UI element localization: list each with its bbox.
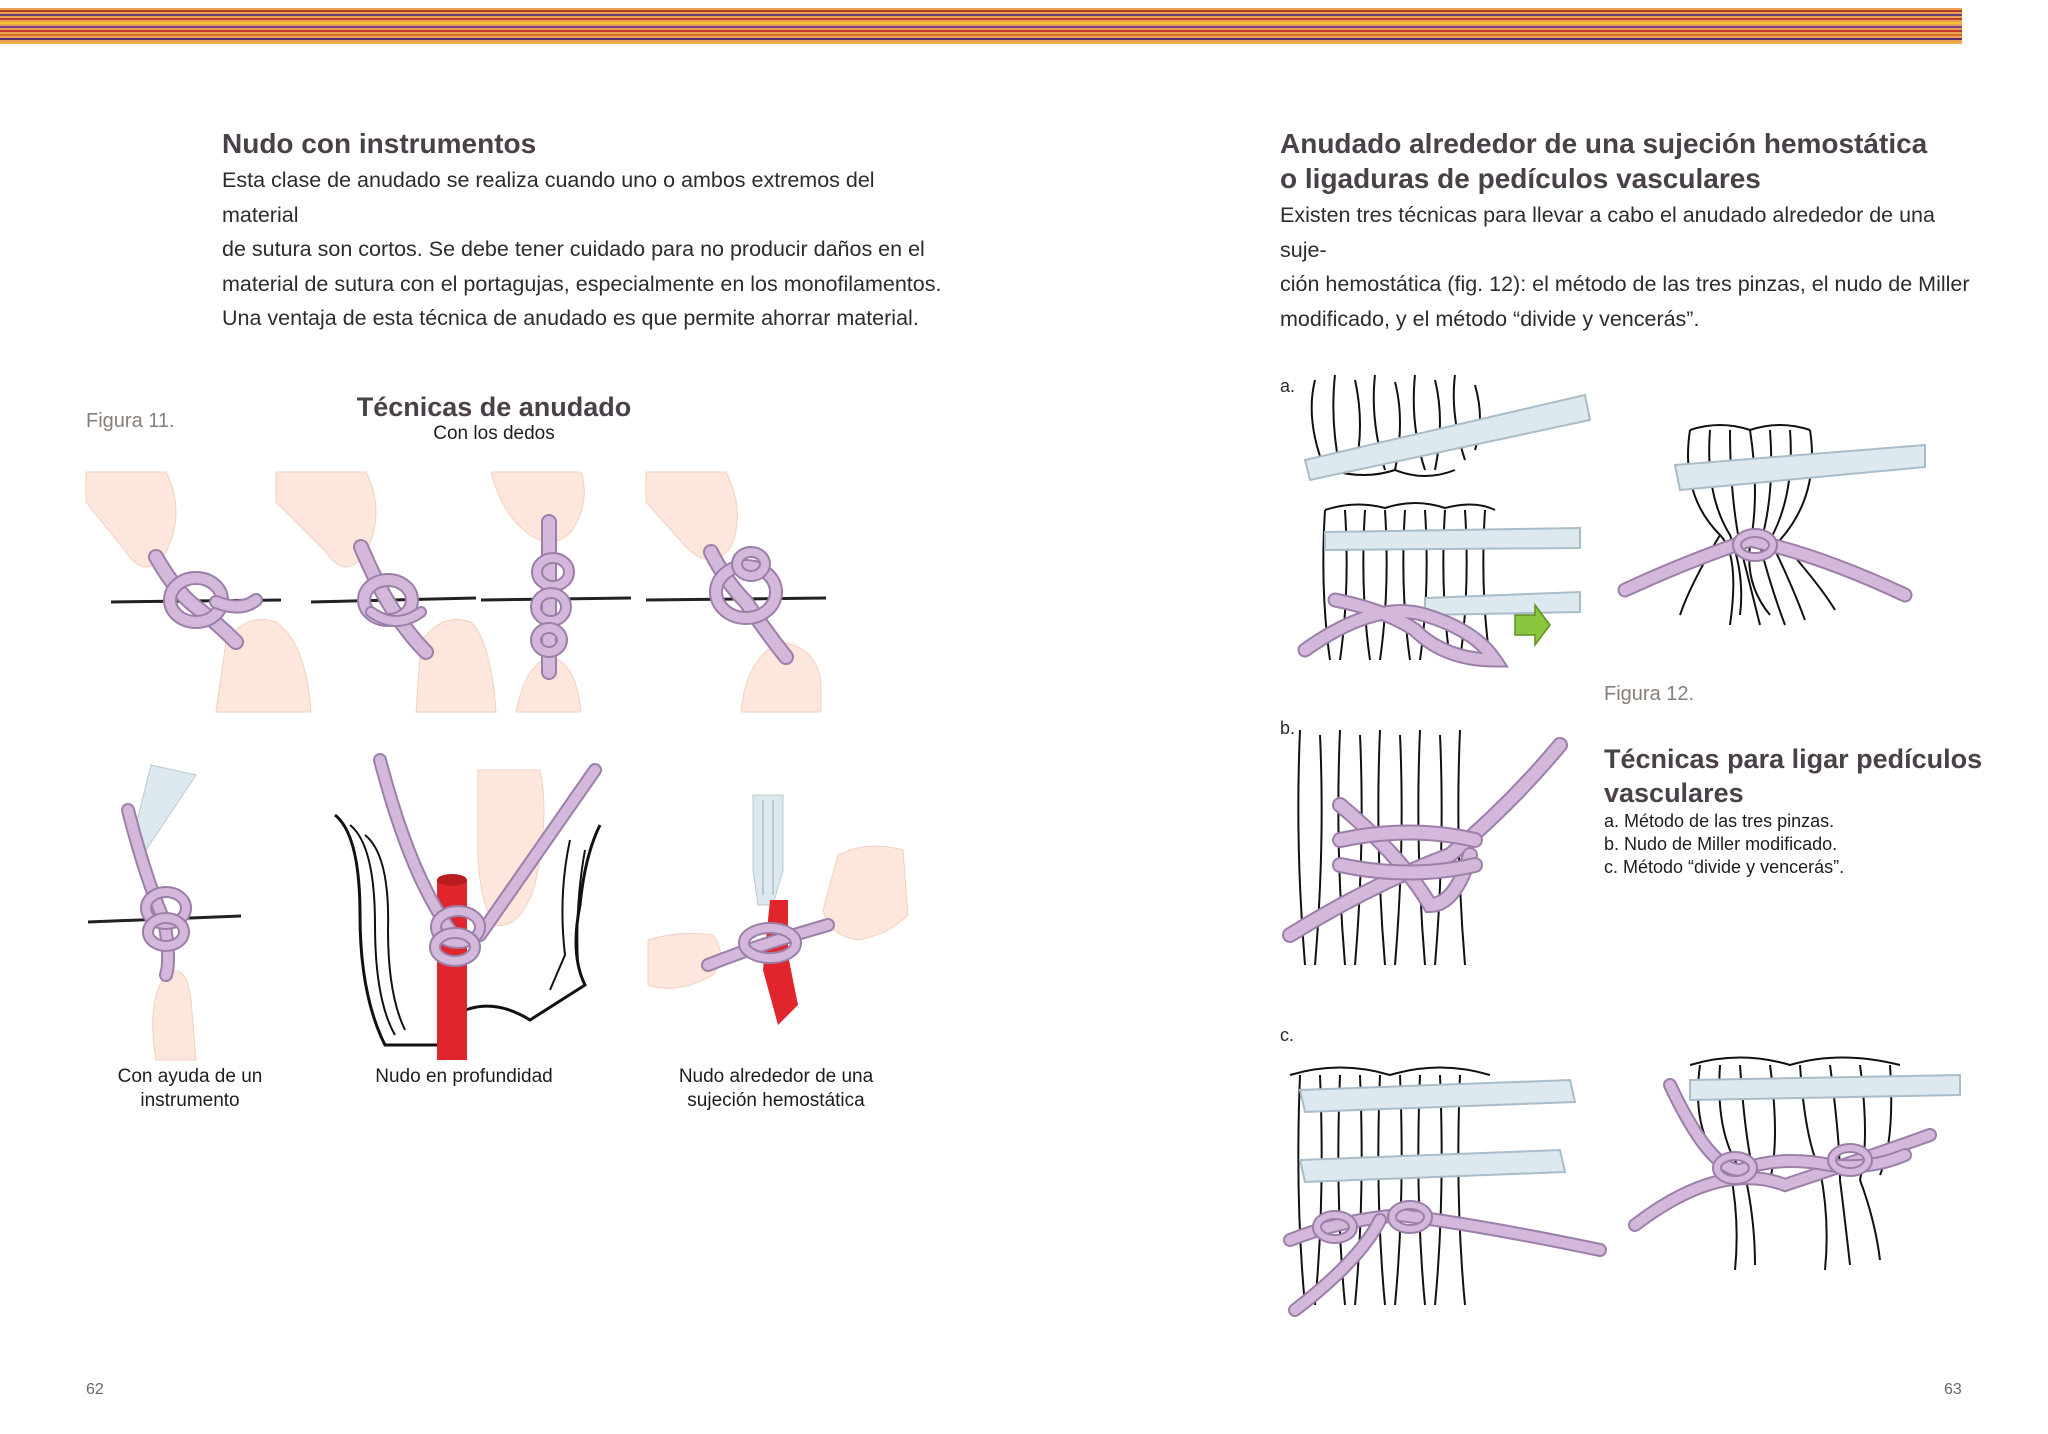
divide-conquer-illustration — [1283, 1066, 1607, 1317]
caption-line: sujeción hemostática — [687, 1090, 865, 1111]
right-heading-line: o ligaduras de pedículos vasculares — [1280, 163, 1761, 194]
caption-line: instrumento — [140, 1090, 240, 1111]
finger-knot-step-1 — [85, 471, 312, 713]
clamp-icon — [1298, 1148, 1567, 1184]
left-paragraph-line: de sutura son cortos. Se debe tener cuid… — [222, 237, 925, 261]
clamp-icon — [1424, 590, 1581, 617]
finger-knot-step-3 — [480, 471, 632, 713]
figure-12-legend: Técnicas para ligar pedículos vasculares… — [1604, 742, 1982, 879]
left-paragraph-line: Esta clase de anudado se realiza cuando … — [222, 168, 875, 227]
caption-line: Con ayuda de un — [117, 1066, 263, 1087]
page-number-left: 62 — [86, 1381, 104, 1398]
header-stripe — [0, 8, 1962, 44]
left-paragraph-line: Una ventaja de esta técnica de anudado e… — [222, 306, 919, 330]
legend-title-line: Técnicas para ligar pedículos — [1604, 744, 1983, 774]
right-heading-line: Anudado alrededor de una sujeción hemost… — [1280, 128, 1928, 159]
legend-item: b. Nudo de Miller modificado. — [1604, 834, 1838, 854]
left-heading: Nudo con instrumentos — [222, 128, 537, 159]
figure-11-title: Técnicas de anudado — [356, 392, 632, 422]
finger-knot-step-4 — [645, 471, 827, 713]
deep-knot-illustration — [334, 753, 602, 1060]
figure-11-label: Figura 11. — [86, 410, 175, 432]
panel-label-b: b. — [1280, 718, 1296, 738]
hemostat-icon — [752, 794, 784, 906]
panel-label-a: a. — [1280, 376, 1296, 396]
clamp-icon — [1298, 1078, 1577, 1114]
panel-label-c: c. — [1280, 1025, 1295, 1045]
legend-title-line: vasculares — [1604, 778, 1744, 808]
miller-knot-illustration — [1282, 729, 1568, 966]
hemostat-knot-illustration — [647, 794, 909, 1025]
legend-item: a. Método de las tres pinzas. — [1604, 811, 1835, 831]
caption-hemostat: Nudo alrededor de una sujeción hemostáti… — [646, 1065, 906, 1113]
right-heading: Anudado alrededor de una sujeción hemost… — [1280, 126, 1927, 196]
clamp-icon — [1324, 526, 1581, 552]
right-paragraph-line: ción hemostática (fig. 12): el método de… — [1280, 272, 1970, 296]
caption-deep: Nudo en profundidad — [344, 1065, 584, 1089]
three-clamp-illustration — [1297, 374, 1592, 668]
figure-11-subtitle: Con los dedos — [433, 423, 555, 444]
left-paragraph: Esta clase de anudado se realiza cuando … — [222, 163, 942, 336]
clamp-icon — [1673, 443, 1926, 492]
figure-12-label: Figura 12. — [1604, 683, 1695, 705]
right-paragraph-line: modificado, y el método “divide y vencer… — [1280, 306, 1700, 331]
right-paragraph-line: Existen tres técnicas para llevar a cabo… — [1280, 203, 1935, 262]
caption-instrument: Con ayuda de un instrumento — [90, 1065, 290, 1113]
left-paragraph-line: material de sutura con el portagujas, es… — [222, 271, 942, 296]
caption-line: Nudo en profundidad — [375, 1066, 553, 1087]
right-paragraph: Existen tres técnicas para llevar a cabo… — [1280, 198, 1970, 336]
instrument-knot-illustration — [87, 764, 242, 1061]
arrow-right-icon — [1514, 602, 1551, 648]
legend-item: c. Método “divide y vencerás”. — [1604, 857, 1845, 877]
finger-knots-illustration — [85, 471, 827, 713]
caption-line: Nudo alrededor de una — [678, 1066, 874, 1087]
clamp-icon — [1303, 393, 1592, 482]
clamp-icon — [1689, 1073, 1961, 1102]
divide-conquer-result-illustration — [1628, 1056, 1961, 1271]
page-number-right: 63 — [1944, 1381, 1962, 1398]
finger-knot-step-2 — [275, 471, 497, 713]
three-clamp-result-illustration — [1617, 424, 1926, 626]
